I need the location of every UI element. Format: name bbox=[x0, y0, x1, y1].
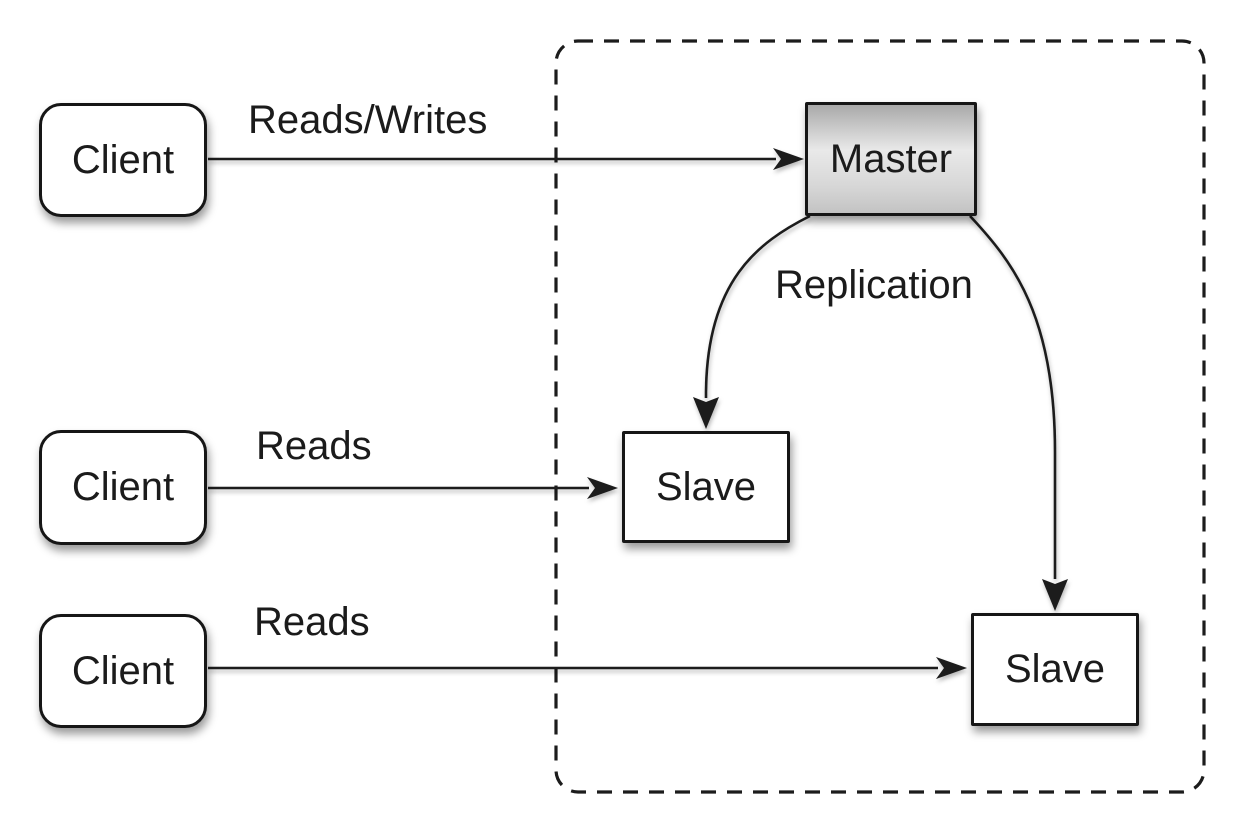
arrowhead-replication-slave1-icon bbox=[693, 397, 719, 429]
node-slave-2: Slave bbox=[971, 613, 1139, 726]
node-slave-1: Slave bbox=[622, 431, 790, 543]
edge-label-reads-2: Reads bbox=[256, 424, 372, 468]
edge-label-replication: Replication bbox=[775, 263, 973, 307]
arrowhead-into-slave1-icon bbox=[587, 477, 618, 499]
edge-label-reads-writes: Reads/Writes bbox=[248, 98, 488, 142]
node-client-1: Client bbox=[39, 103, 207, 217]
arrowhead-into-slave2-icon bbox=[936, 657, 967, 679]
node-client-3-label: Client bbox=[71, 648, 175, 693]
node-slave-1-label: Slave bbox=[655, 464, 757, 509]
arrow-replication-left-curve bbox=[704, 214, 811, 398]
arrowhead-into-master-icon bbox=[773, 148, 804, 170]
edge-label-reads-3: Reads bbox=[254, 600, 370, 644]
node-client-2: Client bbox=[39, 430, 207, 545]
arrow-replication-right-curve bbox=[969, 215, 1057, 579]
node-master: Master bbox=[805, 102, 977, 216]
node-client-2-label: Client bbox=[71, 465, 175, 509]
node-client-3: Client bbox=[39, 614, 207, 728]
node-client-1-label: Client bbox=[71, 137, 175, 182]
replication-group-border bbox=[554, 39, 1206, 794]
node-master-label: Master bbox=[829, 136, 953, 181]
arrowhead-replication-slave2-icon bbox=[1042, 579, 1068, 611]
node-slave-2-label: Slave bbox=[1004, 647, 1106, 691]
